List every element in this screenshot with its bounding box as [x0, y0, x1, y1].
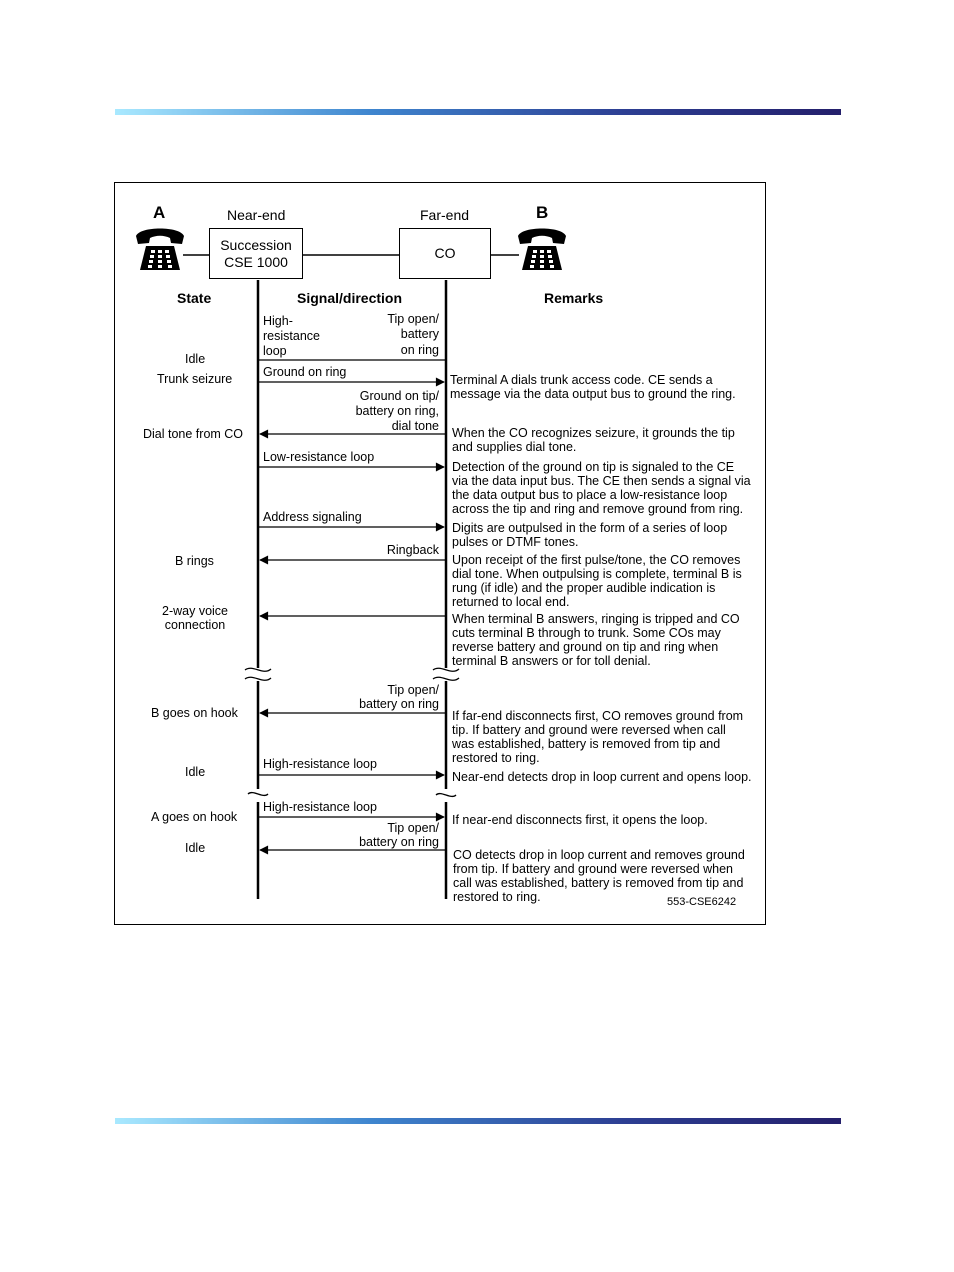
remark-text: If near-end disconnects first, it opens …	[452, 813, 708, 827]
remark-text: restored to ring.	[453, 890, 541, 904]
signal-label: Ground on ring	[263, 365, 347, 379]
state-dial-tone: Dial tone from CO	[143, 427, 244, 441]
remark-text: Terminal A dials trunk access code. CE s…	[450, 373, 713, 387]
remark-text: restored to ring.	[452, 751, 540, 765]
signaling-sequence-diagram: A B Near-end Far-end Succession CSE 1000…	[114, 182, 766, 925]
remark-text: Detection of the ground on tip is signal…	[452, 460, 735, 474]
signal-label: battery	[400, 327, 439, 341]
state-b-on-hook: B goes on hook	[151, 706, 238, 720]
break-marks	[244, 667, 460, 798]
state-idle: Idle	[185, 352, 206, 366]
state-trunk-seizure: Trunk seizure	[157, 372, 233, 386]
state-voice-connection-1: 2-way voice	[162, 604, 228, 618]
diagram-lines	[136, 228, 566, 899]
remark-text: returned to local end.	[452, 595, 570, 609]
remarks-column-header: Remarks	[544, 290, 604, 306]
remark-text: When the CO recognizes seizure, it groun…	[452, 426, 735, 440]
state-a-on-hook: A goes on hook	[151, 810, 238, 824]
remark-text: from tip. If battery and ground were rev…	[453, 862, 734, 876]
state-idle: Idle	[185, 765, 206, 779]
signal-label: Address signaling	[263, 510, 362, 524]
remark-text: Near-end detects drop in loop current an…	[452, 770, 752, 784]
state-column-header: State	[177, 290, 212, 306]
remark-text: Digits are outpulsed in the form of a se…	[452, 521, 728, 535]
remark-text: pulses or DTMF tones.	[452, 535, 579, 549]
state-idle: Idle	[185, 841, 206, 855]
remark-text: and supplies dial tone.	[452, 440, 577, 454]
remark-text: terminal B answers or for toll denial.	[452, 654, 651, 668]
signal-label: High-resistance loop	[263, 757, 377, 771]
signal-label: Tip open/	[387, 683, 439, 697]
signal-label: Ringback	[386, 543, 439, 557]
state-voice-connection-2: connection	[164, 618, 226, 632]
remark-text: the data output bus to place a low-resis…	[452, 488, 728, 502]
remark-text: If far-end disconnects first, CO removes…	[452, 709, 744, 723]
signal-label: battery on ring	[359, 697, 439, 711]
remark-text: Upon receipt of the first pulse/tone, th…	[452, 553, 741, 567]
remark-text: message via the data output bus to groun…	[450, 387, 736, 401]
signal-label: dial tone	[391, 419, 439, 433]
signal-label: on ring	[400, 343, 439, 357]
endpoint-b-label: B	[536, 203, 549, 222]
remark-text: rung (if idle) and the proper audible in…	[452, 581, 716, 595]
signal-label: Tip open/	[387, 312, 439, 326]
remark-text: was established, battery is removed from…	[452, 737, 721, 751]
signal-label: High-	[263, 314, 293, 328]
remark-text: reverse battery and ground on tip and ri…	[452, 640, 719, 654]
remark-text: When terminal B answers, ringing is trip…	[452, 612, 740, 626]
remark-text: CO detects drop in loop current and remo…	[453, 848, 745, 862]
state-b-rings: B rings	[175, 554, 214, 568]
remark-text: across the tip and ring and remove groun…	[452, 502, 744, 516]
signal-label: High-resistance loop	[263, 800, 377, 814]
top-gradient-rule	[115, 109, 841, 115]
signal-label: resistance	[263, 329, 320, 343]
signal-label: Ground on tip/	[359, 389, 439, 403]
remark-text: via the data input bus. The CE then send…	[452, 474, 751, 488]
signal-label: battery on ring,	[355, 404, 439, 418]
near-end-label: Near-end	[227, 207, 286, 223]
endpoint-a-label: A	[153, 203, 166, 222]
telephone-a-icon	[136, 228, 184, 270]
remark-text: call was established, battery is removed…	[453, 876, 744, 890]
signal-label: battery on ring	[359, 835, 439, 849]
remark-text: tip. If battery and ground were reversed…	[452, 723, 726, 737]
telephone-b-icon	[518, 228, 566, 270]
remark-text: cuts terminal B through to trunk. Some C…	[452, 626, 721, 640]
bottom-gradient-rule	[115, 1118, 841, 1124]
remark-text: dial tone. When outpulsing is complete, …	[452, 567, 742, 581]
central-office-box: CO	[399, 228, 491, 279]
signal-column-header: Signal/direction	[297, 290, 403, 306]
far-end-label: Far-end	[420, 207, 470, 223]
signal-label: loop	[263, 344, 287, 358]
signal-label: Low-resistance loop	[263, 450, 375, 464]
near-end-switch-box: Succession CSE 1000	[209, 228, 303, 279]
signal-label: Tip open/	[387, 821, 439, 835]
figure-code: 553-CSE6242	[667, 896, 737, 908]
